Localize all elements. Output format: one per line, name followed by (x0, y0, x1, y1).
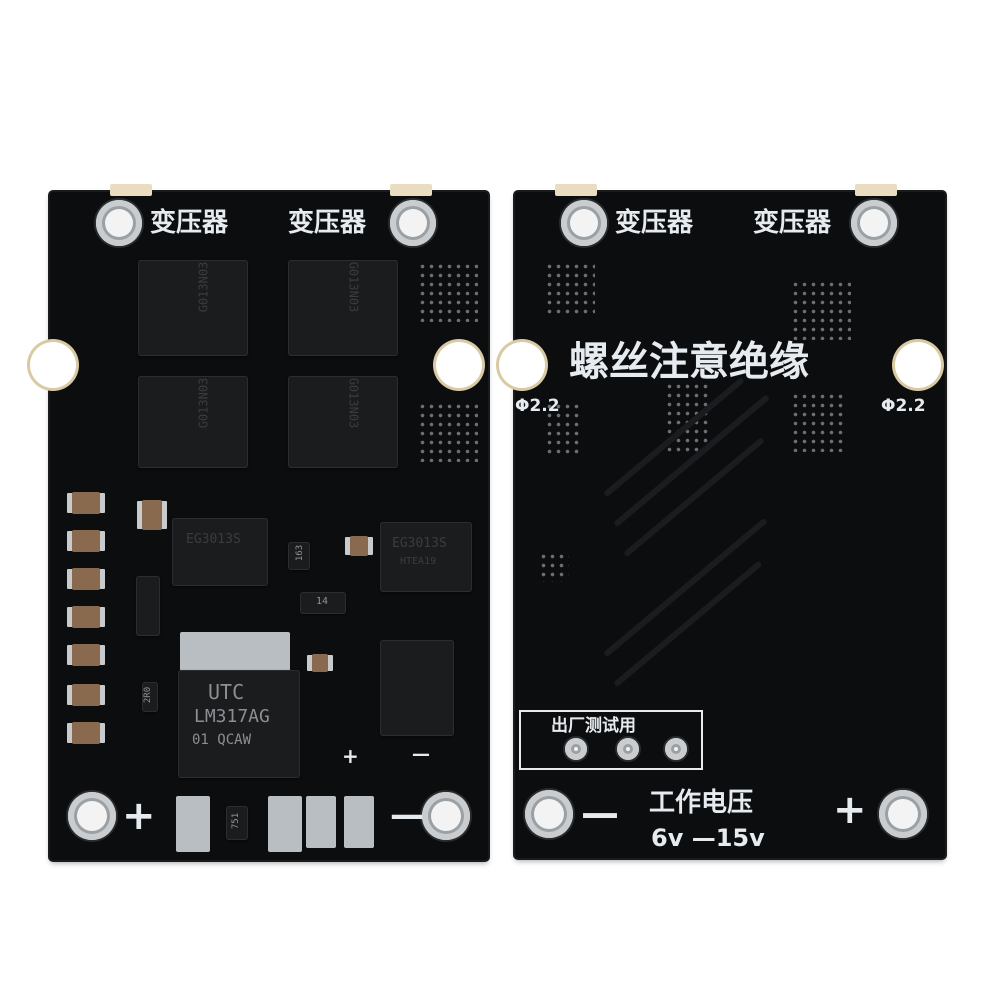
via-array (791, 280, 851, 340)
minus-sign: — (581, 791, 619, 835)
mounting-hole (96, 200, 142, 246)
ic-chip (380, 640, 454, 736)
regulator-pin-pad (176, 796, 210, 852)
resistor-code: 751 (231, 812, 242, 830)
back-board: 变压器 变压器 螺丝注意绝缘 Φ2.2 Φ2.2 出厂测试用 — 工作电压 6v… (499, 184, 945, 858)
plus-sign: + (833, 787, 867, 833)
mosfet-marking: G013N03 (196, 261, 211, 313)
resistor-code: 163 (295, 544, 306, 562)
gate-driver-chip: EG3013S HTEA19 (380, 522, 472, 592)
via-array (418, 262, 478, 322)
regulator-brand: UTC (208, 680, 245, 704)
mosfet-chip: G013N03 (288, 376, 398, 468)
via-array (418, 402, 478, 462)
edge-hole (895, 342, 941, 388)
small-plus-sign: + (342, 744, 359, 768)
regulator-pin-pad (268, 796, 302, 852)
smd-capacitor (72, 492, 100, 514)
smd-capacitor (72, 644, 100, 666)
smd-capacitor (72, 606, 100, 628)
driver-code: HTEA19 (400, 556, 437, 567)
factory-test-frame (519, 710, 703, 770)
plus-sign: + (122, 793, 156, 839)
resistor: 14 (300, 592, 346, 614)
resistor-code: 14 (316, 596, 329, 607)
mounting-hole (879, 790, 927, 838)
hole-size-right: Φ2.2 (881, 396, 926, 416)
transformer-label-right: 变压器 (753, 208, 832, 238)
smd-capacitor (72, 722, 100, 744)
driver-marking: EG3013S (392, 536, 447, 551)
transformer-label-left: 变压器 (150, 208, 229, 238)
via-array (545, 402, 583, 458)
diode-chip (136, 576, 160, 636)
gate-driver-chip: EG3013S (172, 518, 268, 586)
mounting-hole (422, 792, 470, 840)
resistor: 163 (288, 542, 310, 570)
board-tab (855, 184, 897, 196)
mounting-hole (561, 200, 607, 246)
voltage-range: 6v —15v (651, 824, 765, 852)
regulator-code: 01 QCAW (192, 732, 252, 748)
edge-hole (436, 342, 482, 388)
factory-test-label: 出厂测试用 (551, 716, 636, 736)
connector-pad (344, 796, 374, 848)
minus-sign: — (390, 795, 424, 835)
test-point (617, 738, 639, 760)
edge-hole (30, 342, 76, 388)
smd-capacitor (72, 530, 100, 552)
transformer-label-left: 变压器 (615, 208, 694, 238)
test-point (565, 738, 587, 760)
mosfet-marking: G013N03 (346, 377, 361, 429)
edge-hole (499, 342, 545, 388)
insulation-warning: 螺丝注意绝缘 (569, 339, 809, 385)
via-array (545, 262, 595, 316)
mounting-hole (68, 792, 116, 840)
resistor-code: 2R0 (143, 686, 154, 704)
regulator-chip: UTC LM317AG 01 QCAW (178, 670, 300, 778)
via-array (539, 552, 569, 582)
working-voltage-label: 工作电压 (649, 788, 754, 818)
test-point (665, 738, 687, 760)
mosfet-chip: G013N03 (288, 260, 398, 356)
mounting-hole (851, 200, 897, 246)
smd-capacitor (72, 568, 100, 590)
smd-capacitor (312, 654, 328, 672)
resistor: 2R0 (142, 682, 158, 712)
driver-marking: EG3013S (186, 532, 241, 547)
regulator-model: LM317AG (194, 706, 270, 727)
pcb-trace (603, 517, 768, 658)
board-tab (110, 184, 152, 196)
mosfet-chip: G013N03 (138, 376, 248, 468)
board-tab (555, 184, 597, 196)
via-array (791, 392, 847, 452)
smd-capacitor (142, 500, 162, 530)
mosfet-chip: G013N03 (138, 260, 248, 356)
resistor: 751 (226, 806, 248, 840)
board-tab (390, 184, 432, 196)
front-board: 变压器 变压器 G013N03 G013N03 G013N03 G013N03 … (30, 184, 488, 860)
mosfet-marking: G013N03 (346, 261, 361, 313)
connector-pad (306, 796, 336, 848)
regulator-tab-pad (180, 632, 290, 676)
mosfet-marking: G013N03 (196, 377, 211, 429)
mounting-hole (525, 790, 573, 838)
mounting-hole (390, 200, 436, 246)
small-minus-sign: — (412, 744, 430, 765)
transformer-label-right: 变压器 (288, 208, 367, 238)
smd-capacitor (72, 684, 100, 706)
smd-capacitor (350, 536, 368, 556)
